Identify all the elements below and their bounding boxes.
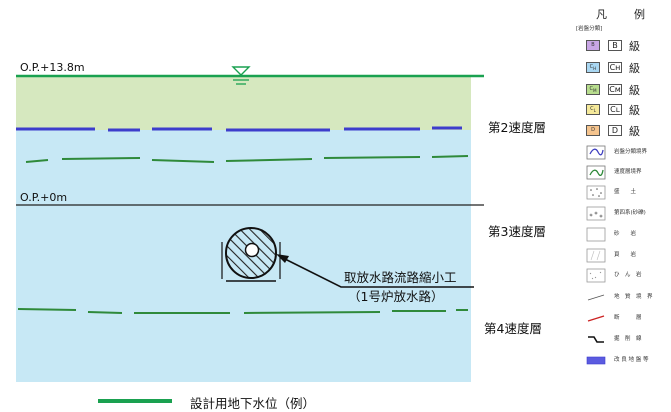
legend-class-swatch: CM [586, 84, 600, 95]
shale-icon [586, 248, 606, 263]
rock-class-boundary-icon [586, 145, 606, 160]
legend-class-label: Cᴍ [608, 84, 622, 95]
sandstone-icon [586, 227, 606, 242]
speed-layer-4-label: 第4速度層 [484, 321, 542, 336]
speed-layer-3-label: 第3速度層 [488, 224, 546, 239]
quaternary-gravel-icon [586, 206, 606, 221]
excavation-line-icon [588, 336, 604, 343]
tuff-icon [586, 268, 606, 283]
legend-class-row: CH Cʜ 級 [584, 60, 670, 76]
legend-class-swatch: D [586, 125, 600, 136]
legend-symbol-row: ひ ん 岩 [584, 267, 670, 285]
water-level-icon [231, 66, 251, 85]
improved-ground-band [16, 126, 462, 132]
legend-symbol-label: 盛 土 [614, 189, 637, 195]
legend-class-swatch: CH [586, 62, 600, 73]
legend-class-grade: 級 [629, 84, 640, 97]
legend-class-label: B [608, 40, 622, 51]
legend-symbol-label: 地 質 境 界 [614, 294, 653, 300]
legend-title-1: 凡 [596, 8, 607, 21]
legend-symbol-label: 砂 岩 [614, 231, 637, 237]
legend-class-label: D [608, 125, 622, 136]
legend-symbol-row: 第四系(砂礫) [584, 205, 670, 223]
geology-boundary-icon [587, 294, 605, 301]
legend-symbol-label: 岩盤分類境界 [614, 149, 648, 155]
legend-class-label: Cʜ [608, 62, 622, 73]
legend-class-grade: 級 [629, 40, 640, 53]
legend-class-label: Cʟ [608, 104, 622, 115]
fault-icon [587, 315, 605, 322]
legend-subtitle: [岩盤分類] [576, 26, 603, 32]
legend-symbol-label: 掘 削 線 [614, 336, 642, 342]
legend-symbol-row: 岩盤分類境界 [584, 144, 670, 162]
surface-layer-fill [16, 76, 471, 130]
legend-class-grade: 級 [629, 62, 640, 75]
fill-soil-icon [586, 185, 606, 200]
velocity-layer-boundary-icon [586, 165, 606, 180]
legend-symbol-row: 速度層境界 [584, 164, 670, 182]
groundwater-legend-caption: 設計用地下水位（例） [190, 396, 316, 411]
legend-symbol-row: 断 層 [584, 310, 670, 328]
legend-symbol-row: 砂 岩 [584, 226, 670, 244]
legend-symbol-row: 改 良 地 盤 等 [584, 352, 670, 370]
level-label-op-13-8: O.P.+13.8m [20, 61, 85, 74]
legend-symbol-row: 掘 削 線 [584, 331, 670, 349]
legend-class-swatch: B [586, 40, 600, 51]
legend-symbol-row: 地 質 境 界 [584, 289, 670, 307]
level-label-op-0: O.P.+0m [20, 191, 68, 204]
legend-symbol-label: 速度層境界 [614, 169, 642, 175]
improved-ground-icon [586, 356, 606, 365]
legend-symbol-label: 頁 岩 [614, 252, 637, 258]
structure-callout-line2: （1号炉放水路） [348, 289, 444, 304]
structure-callout-line1: 取放水路流路縮小工 [344, 270, 457, 285]
legend-symbol-row: 盛 土 [584, 184, 670, 202]
legend-class-row: CM Cᴍ 級 [584, 82, 670, 98]
legend-symbol-label: 断 層 [614, 315, 642, 321]
legend-class-grade: 級 [629, 125, 640, 138]
velocity-boundary-lower [17, 308, 468, 314]
legend-class-grade: 級 [629, 104, 640, 117]
legend-symbol-label: 第四系(砂礫) [614, 210, 646, 216]
legend-symbol-row: 頁 岩 [584, 247, 670, 265]
legend-symbol-label: 改 良 地 盤 等 [614, 357, 649, 363]
structure-leader-arrow [276, 254, 474, 288]
legend-symbol-label: ひ ん 岩 [614, 272, 642, 278]
legend-class-row: CL Cʟ 級 [584, 102, 670, 118]
legend-class-swatch: CL [586, 104, 600, 115]
speed-layer-2-label: 第2速度層 [488, 120, 546, 135]
waterway-structure [221, 227, 281, 282]
legend-title-2: 例 [634, 8, 645, 21]
velocity-boundary-upper [25, 155, 469, 163]
